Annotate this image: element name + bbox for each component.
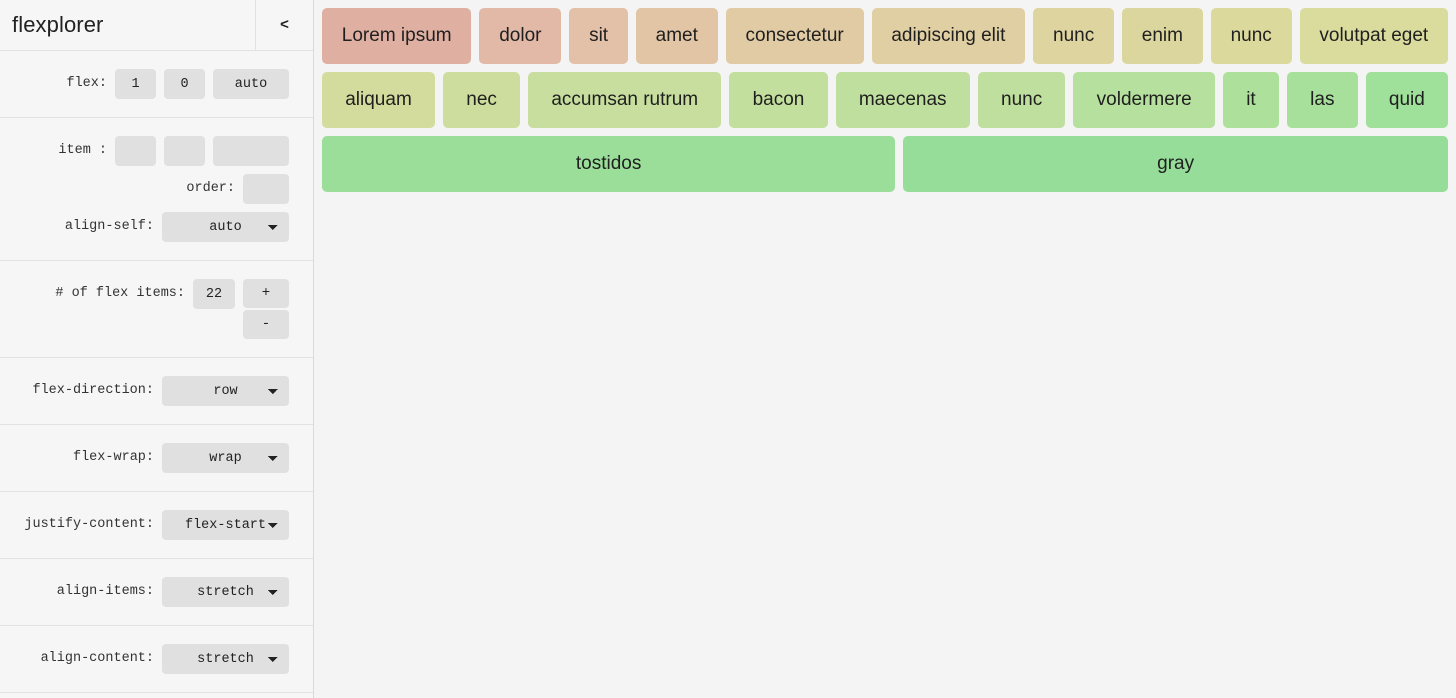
row-align-content: align-content: stretchflex-startflex-endc… bbox=[0, 644, 289, 674]
sidebar: flexplorer < flex: item : order: bbox=[0, 0, 314, 698]
flex-wrap-select[interactable]: nowrapwrapwrap-reverse bbox=[162, 443, 289, 473]
section-align-items: align-items: stretchflex-startflex-endcen… bbox=[0, 559, 313, 626]
flex-item[interactable]: volutpat eget bbox=[1299, 8, 1448, 64]
row-flex-wrap: flex-wrap: nowrapwrapwrap-reverse bbox=[0, 443, 289, 473]
row-justify-content: justify-content: flex-startflex-endcenter… bbox=[0, 510, 289, 540]
section-item-count: # of flex items: + - bbox=[0, 261, 313, 358]
flex-item[interactable]: bacon bbox=[729, 72, 828, 128]
item-field-3[interactable] bbox=[213, 136, 289, 166]
row-align-items: align-items: stretchflex-startflex-endcen… bbox=[0, 577, 289, 607]
flex-shrink-input[interactable] bbox=[164, 69, 205, 99]
row-item-count: # of flex items: + - bbox=[0, 279, 289, 339]
flex-item[interactable]: quid bbox=[1365, 72, 1449, 128]
flex-basis-input[interactable] bbox=[213, 69, 289, 99]
flex-item[interactable]: consectetur bbox=[725, 8, 864, 64]
flex-label: flex: bbox=[66, 76, 107, 91]
order-label: order: bbox=[186, 181, 235, 196]
row-flex: flex: bbox=[0, 69, 289, 99]
app-title: flexplorer bbox=[12, 12, 104, 37]
flex-item[interactable]: accumsan rutrum bbox=[528, 72, 722, 128]
chevron-left-icon: < bbox=[279, 16, 289, 34]
item-field-2[interactable] bbox=[164, 136, 205, 166]
flex-item[interactable]: nec bbox=[443, 72, 521, 128]
row-align-self: align-self: autoflex-startflex-endcenter… bbox=[0, 212, 289, 242]
flex-item[interactable]: maecenas bbox=[835, 72, 970, 128]
sidebar-collapse-button[interactable]: < bbox=[255, 0, 313, 51]
order-input[interactable] bbox=[243, 174, 289, 204]
row-order: order: bbox=[0, 174, 289, 204]
align-content-select[interactable]: stretchflex-startflex-endcenterspace-bet… bbox=[162, 644, 289, 674]
row-flex-direction: flex-direction: rowrow-reversecolumncolum… bbox=[0, 376, 289, 406]
flex-item[interactable]: tostidos bbox=[322, 136, 896, 192]
item-label: item : bbox=[58, 143, 107, 158]
flex-item[interactable]: aliquam bbox=[322, 72, 436, 128]
sidebar-header: flexplorer < bbox=[0, 0, 313, 51]
flex-item[interactable]: nunc bbox=[977, 72, 1066, 128]
flex-item[interactable]: amet bbox=[635, 8, 718, 64]
align-self-select[interactable]: autoflex-startflex-endcenterbaselinestre… bbox=[162, 212, 289, 242]
section-flex-shorthand: flex: bbox=[0, 51, 313, 118]
flex-item[interactable]: adipiscing elit bbox=[871, 8, 1026, 64]
flex-direction-select[interactable]: rowrow-reversecolumncolumn-reverse bbox=[162, 376, 289, 406]
flex-item[interactable]: nunc bbox=[1033, 8, 1114, 64]
flex-wrap-label: flex-wrap: bbox=[72, 450, 154, 465]
flex-item[interactable]: voldermere bbox=[1073, 72, 1215, 128]
flex-item[interactable]: sit bbox=[569, 8, 628, 64]
section-align-content: align-content: stretchflex-startflex-endc… bbox=[0, 626, 313, 693]
flex-item[interactable]: enim bbox=[1122, 8, 1203, 64]
flex-item[interactable]: gray bbox=[903, 136, 1449, 192]
justify-content-select[interactable]: flex-startflex-endcenterspace-betweenspa… bbox=[162, 510, 289, 540]
item-count-decrement-button[interactable]: - bbox=[243, 310, 289, 339]
section-container-properties: flex-direction: rowrow-reversecolumncolum… bbox=[0, 358, 313, 693]
section-justify-content: justify-content: flex-startflex-endcenter… bbox=[0, 492, 313, 559]
flex-item[interactable]: it bbox=[1222, 72, 1279, 128]
align-self-label: align-self: bbox=[64, 219, 154, 234]
flex-item[interactable]: nunc bbox=[1210, 8, 1292, 64]
item-count-increment-button[interactable]: + bbox=[243, 279, 289, 308]
item-field-1[interactable] bbox=[115, 136, 156, 166]
justify-content-label: justify-content: bbox=[24, 517, 154, 532]
section-flex-direction: flex-direction: rowrow-reversecolumncolum… bbox=[0, 358, 313, 425]
flex-grow-input[interactable] bbox=[115, 69, 156, 99]
item-count-input[interactable] bbox=[193, 279, 235, 309]
flex-item[interactable]: dolor bbox=[479, 8, 562, 64]
item-count-stepper: + - bbox=[243, 279, 289, 339]
section-item: item : order: align-self: autoflex-start… bbox=[0, 118, 313, 261]
align-content-label: align-content: bbox=[40, 651, 154, 666]
section-flex-wrap: flex-wrap: nowrapwrapwrap-reverse bbox=[0, 425, 313, 492]
align-items-select[interactable]: stretchflex-startflex-endcenterbaseline bbox=[162, 577, 289, 607]
flex-item[interactable]: Lorem ipsum bbox=[322, 8, 472, 64]
flex-item[interactable]: las bbox=[1286, 72, 1358, 128]
item-count-label: # of flex items: bbox=[55, 286, 185, 301]
align-items-label: align-items: bbox=[56, 584, 154, 599]
flex-direction-label: flex-direction: bbox=[32, 383, 154, 398]
row-item: item : bbox=[0, 136, 289, 166]
